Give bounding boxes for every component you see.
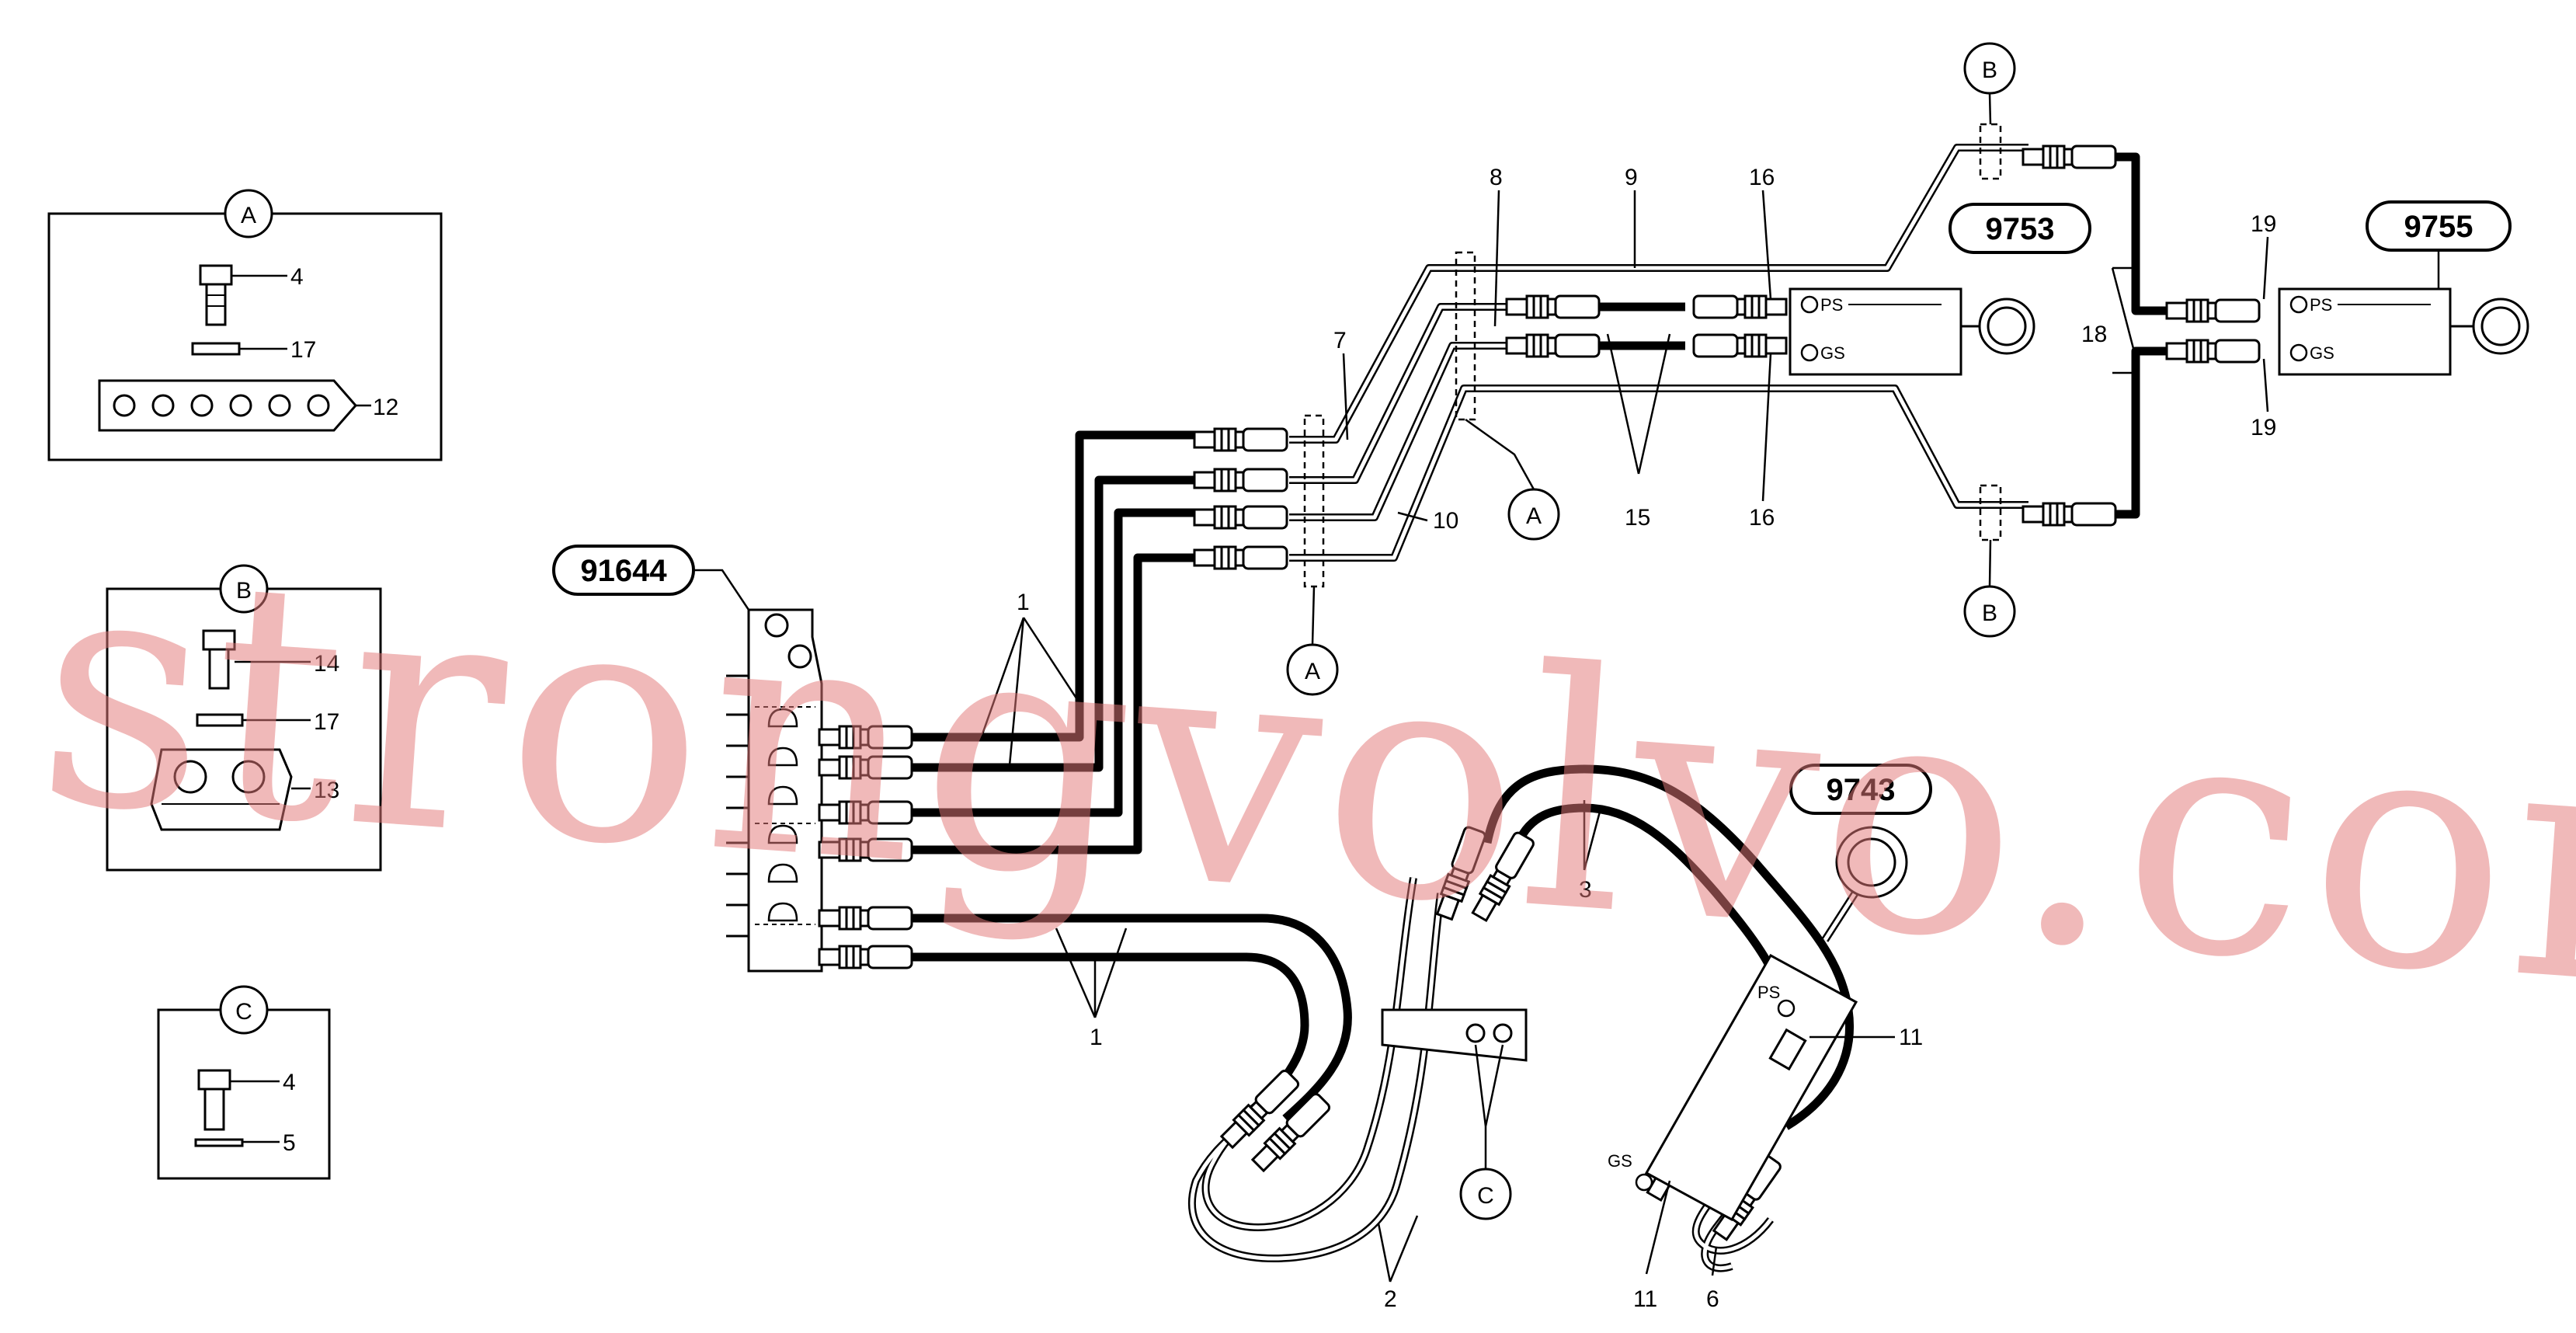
svg-text:A: A bbox=[1305, 659, 1320, 684]
hose-fittings-mid bbox=[1193, 427, 1288, 570]
svg-text:C: C bbox=[1477, 1183, 1494, 1209]
callout-15: 15 bbox=[1625, 505, 1650, 531]
manifold-block bbox=[726, 608, 823, 973]
cylinder-9755-gs-label: GS bbox=[2310, 343, 2334, 363]
callout-8: 8 bbox=[1490, 165, 1503, 190]
cylinder-9743-gs-label: GS bbox=[1608, 1151, 1632, 1171]
section-marker-c: C bbox=[1459, 1044, 1512, 1220]
callout-1-upper: 1 bbox=[1017, 590, 1030, 615]
detail-b-item-1: 14 bbox=[314, 651, 339, 677]
washer-icon bbox=[196, 713, 244, 727]
manifold-fittings bbox=[818, 725, 913, 969]
clamp-b-dashed bbox=[1979, 123, 2002, 541]
callout-19-lower: 19 bbox=[2251, 415, 2276, 440]
bolt-icon bbox=[199, 264, 233, 326]
callout-9: 9 bbox=[1625, 165, 1638, 190]
callout-leaders bbox=[981, 190, 2269, 1283]
section-marker-b2: B bbox=[1963, 539, 2016, 638]
hose-group-18 bbox=[2112, 152, 2174, 519]
detail-a-item-2: 17 bbox=[290, 337, 316, 363]
hose-group-15 bbox=[1600, 302, 1685, 350]
cylinder-9753-ps-label: PS bbox=[1820, 295, 1843, 315]
detail-c-letter: C bbox=[235, 999, 252, 1025]
bolt-icon bbox=[197, 1069, 231, 1131]
svg-text:A: A bbox=[1526, 503, 1542, 529]
section-marker-b1: B bbox=[1963, 42, 2016, 125]
svg-text:9753: 9753 bbox=[1986, 212, 2055, 246]
section-marker-a1: A bbox=[1286, 586, 1339, 696]
callout-11-lower: 11 bbox=[1633, 1286, 1657, 1312]
ref-box-9753: 9753 bbox=[1949, 203, 2091, 254]
ref-box-91644: 91644 bbox=[552, 545, 750, 611]
detail-c-item-2: 5 bbox=[283, 1130, 296, 1156]
svg-text:B: B bbox=[1982, 57, 1997, 83]
detail-c-item-1: 4 bbox=[283, 1070, 296, 1095]
clamp-block-icon bbox=[98, 379, 357, 432]
clamp-block-icon bbox=[150, 748, 293, 831]
svg-text:9755: 9755 bbox=[2404, 210, 2473, 244]
detail-a-item-1: 4 bbox=[290, 264, 304, 290]
detail-b-letter: B bbox=[236, 578, 252, 604]
cylinder-9743-ps-label: PS bbox=[1757, 983, 1780, 1002]
svg-text:91644: 91644 bbox=[580, 554, 667, 588]
section-marker-a2: A bbox=[1465, 418, 1560, 541]
callout-16-lower: 16 bbox=[1749, 505, 1775, 531]
callout-11-right: 11 bbox=[1899, 1025, 1923, 1050]
cylinder-9755-ps-label: PS bbox=[2310, 295, 2332, 315]
callout-16-upper: 16 bbox=[1749, 165, 1775, 190]
callout-19-upper: 19 bbox=[2251, 211, 2276, 237]
pipe-group-10-inner bbox=[1289, 145, 2028, 560]
detail-view-b: B 14 17 13 bbox=[106, 564, 382, 872]
callout-7: 7 bbox=[1333, 328, 1347, 353]
callout-1-lower: 1 bbox=[1090, 1025, 1103, 1050]
detail-a-letter: A bbox=[241, 203, 256, 228]
detail-view-c: C 4 5 bbox=[157, 985, 331, 1180]
cylinder-9743: PS GS bbox=[1608, 826, 1908, 1222]
detail-view-a: A 4 17 12 bbox=[47, 189, 443, 461]
cylinder-9755: PS GS bbox=[2278, 287, 2529, 376]
washer-icon bbox=[191, 342, 241, 356]
callout-6: 6 bbox=[1706, 1286, 1719, 1312]
detail-a-item-3: 12 bbox=[373, 395, 398, 420]
ref-box-9743: 9743 bbox=[1789, 764, 1932, 815]
ref-box-9755: 9755 bbox=[2366, 200, 2512, 289]
hose-group-1 bbox=[866, 430, 1352, 1122]
svg-text:B: B bbox=[1982, 600, 1997, 626]
cylinder-9753-gs-label: GS bbox=[1820, 343, 1845, 363]
bolt-icon bbox=[202, 629, 236, 690]
callout-numbers: 1 1 2 3 6 7 8 9 10 11 11 15 16 16 18 19 … bbox=[1017, 165, 2276, 1312]
callout-2: 2 bbox=[1384, 1286, 1397, 1312]
detail-b-item-3: 13 bbox=[314, 778, 339, 803]
callout-18: 18 bbox=[2081, 322, 2107, 347]
cylinder-9753: PS GS bbox=[1789, 287, 2035, 376]
detail-b-item-2: 17 bbox=[314, 709, 339, 735]
bracket-c bbox=[1381, 1008, 1528, 1062]
washer-icon bbox=[194, 1138, 244, 1147]
callout-10: 10 bbox=[1433, 508, 1458, 534]
callout-3: 3 bbox=[1579, 877, 1592, 903]
svg-text:9743: 9743 bbox=[1827, 773, 1896, 807]
